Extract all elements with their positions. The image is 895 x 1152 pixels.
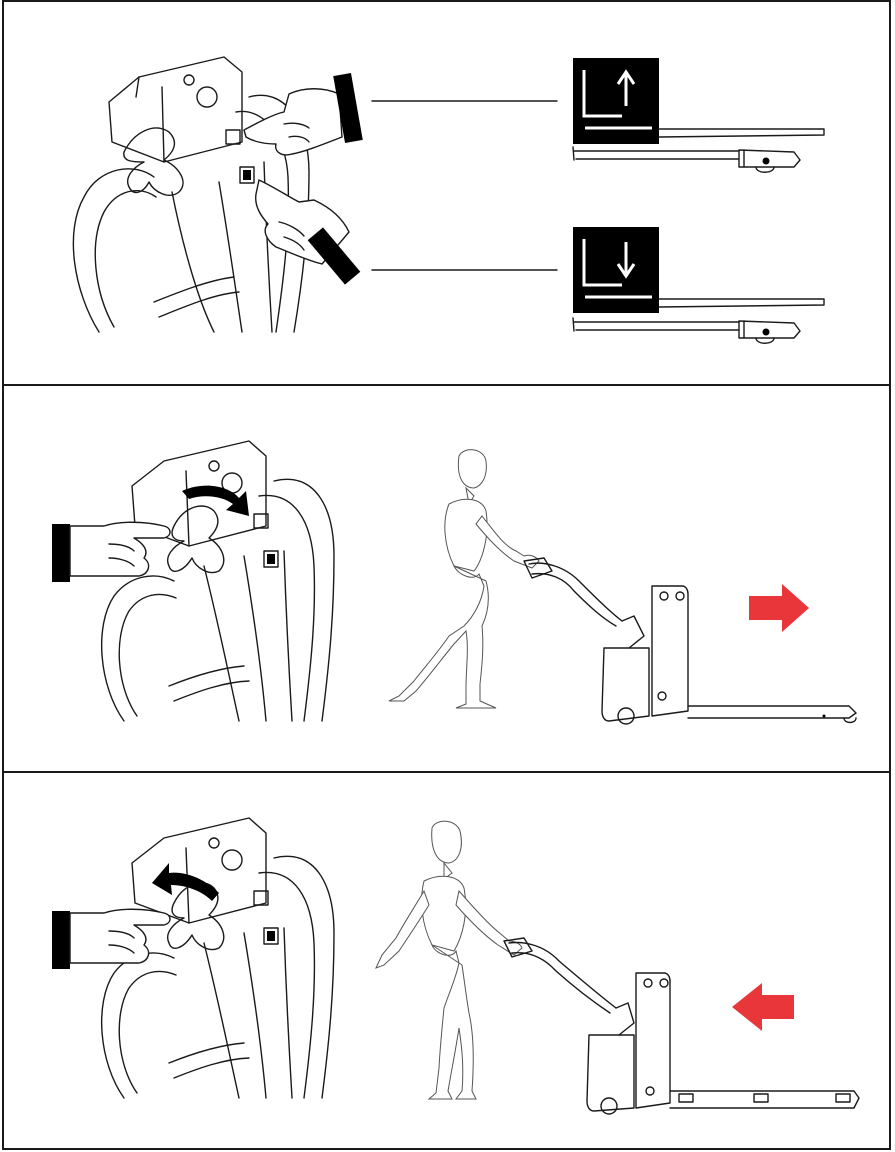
pallet-truck <box>524 558 856 724</box>
operator-figure <box>389 450 539 708</box>
travel-reverse-illustration <box>4 773 893 1152</box>
lift-lower-illustration <box>4 2 893 388</box>
fork-down-icon <box>573 227 659 313</box>
tiller-head <box>102 441 334 721</box>
operator-figure <box>376 821 522 1099</box>
pallet-truck <box>504 938 859 1114</box>
direction-arrow-right <box>749 584 809 632</box>
fork-up-icon <box>573 58 659 144</box>
pointing-hand-icon <box>52 909 170 969</box>
pointing-hand-icon <box>244 73 363 155</box>
lift-lower-panel <box>2 0 891 386</box>
travel-forward-panel <box>2 384 891 773</box>
direction-arrow-left <box>732 983 794 1031</box>
travel-reverse-panel <box>2 771 891 1150</box>
travel-forward-illustration <box>4 386 893 775</box>
pointing-hand-icon <box>52 522 170 582</box>
